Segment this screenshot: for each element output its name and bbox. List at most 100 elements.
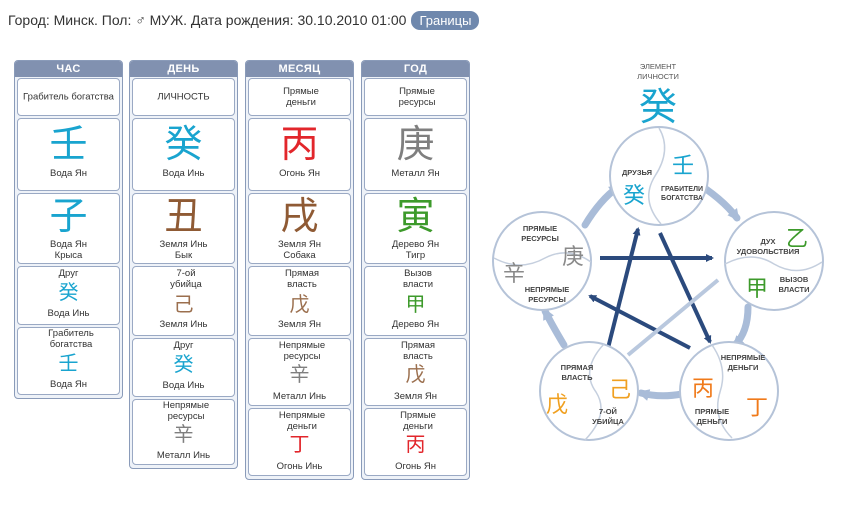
hidden-stem[interactable]: Непрямые ресурсы 辛 Металл Инь — [248, 338, 351, 406]
svg-text:УБИЙЦА: УБИЙЦА — [592, 417, 624, 426]
hidden-element: Вода Инь — [162, 380, 205, 391]
water-char-b: 壬 — [672, 153, 694, 178]
svg-text:БОГАТСТВА: БОГАТСТВА — [661, 195, 703, 202]
branch-animal: Собака — [283, 250, 316, 261]
hidden-stem[interactable]: Вызов власти 甲 Дерево Ян — [364, 266, 467, 336]
hidden-element: Земля Инь — [159, 319, 208, 330]
earthly-branch[interactable]: 戌 Земля Ян Собака — [248, 193, 351, 264]
metal-label-a: ПРЯМЫЕ — [523, 224, 557, 233]
pillar-day: ДЕНЬ ЛИЧНОСТЬ 癸 Вода Инь 丑 Земля Инь Бык… — [129, 60, 238, 469]
branch-element: Земля Инь — [159, 239, 208, 250]
hidden-character: 辛 — [289, 362, 310, 386]
stem-character: 壬 — [49, 122, 88, 166]
pillar-month: МЕСЯЦ Прямые деньги 丙 Огонь Ян 戌 Земля Я… — [245, 60, 354, 480]
node-earth[interactable]: ПРЯМАЯ ВЛАСТЬ 戊 己 7-ОЙ УБИЙЦА — [539, 341, 639, 441]
branch-character: 戌 — [280, 194, 319, 238]
hidden-element: Огонь Инь — [276, 461, 323, 472]
branch-element: Вода Ян — [50, 239, 87, 250]
metal-label-b: НЕПРЯМЫЕ — [525, 285, 570, 294]
stem-element: Вода Инь — [162, 168, 205, 179]
controlling-cycle — [588, 227, 720, 357]
personality-title: ЭЛЕМЕНТ — [640, 62, 677, 71]
node-water[interactable]: ДРУЗЬЯ 癸 壬 ГРАБИТЕЛИ БОГАТСТВА — [609, 126, 709, 226]
personality-element: ЭЛЕМЕНТ ЛИЧНОСТИ 癸 — [637, 62, 679, 129]
fire-label-a: НЕПРЯМЫЕ — [721, 353, 766, 362]
heavenly-stem[interactable]: 丙 Огонь Ян — [248, 118, 351, 191]
stem-element: Металл Ян — [391, 168, 440, 179]
water-label-b: ГРАБИТЕЛИ — [661, 186, 703, 193]
branch-element: Дерево Ян — [391, 239, 440, 250]
heavenly-stem[interactable]: 壬 Вода Ян — [17, 118, 120, 191]
hidden-character: 己 — [173, 292, 194, 316]
hidden-character: 癸 — [58, 280, 79, 304]
node-wood[interactable]: ДУХ УДОВОЛЬСТВИЯ 乙 甲 ВЫЗОВ ВЛАСТИ — [724, 211, 824, 311]
branch-animal: Крыса — [54, 250, 83, 261]
fire-char-a: 丙 — [692, 376, 714, 401]
hidden-element: Вода Инь — [47, 308, 90, 319]
ten-god-label: Прямые деньги — [248, 78, 351, 116]
water-char-a: 癸 — [623, 183, 645, 208]
stem-element: Вода Ян — [50, 168, 87, 179]
ten-god-label: Прямые ресурсы — [364, 78, 467, 116]
earthly-branch[interactable]: 丑 Земля Инь Бык — [132, 193, 235, 264]
arrow-wood-to-fire — [731, 303, 752, 349]
hidden-role: Вызов власти — [402, 268, 434, 290]
heavenly-stem[interactable]: 庚 Металл Ян — [364, 118, 467, 191]
hidden-character: 戊 — [405, 362, 426, 386]
pillar-title: ГОД — [362, 61, 469, 77]
hidden-element: Дерево Ян — [391, 319, 440, 330]
earthly-branch[interactable]: 寅 Дерево Ян Тигр — [364, 193, 467, 264]
hidden-character: 戊 — [289, 292, 310, 316]
hidden-stem[interactable]: Непрямые ресурсы 辛 Металл Инь — [132, 399, 235, 465]
node-fire[interactable]: НЕПРЯМЫЕ ДЕНЬГИ 丙 丁 ПРЯМЫЕ ДЕНЬГИ — [679, 341, 779, 441]
earthly-branch[interactable]: 子 Вода Ян Крыса — [17, 193, 120, 264]
stem-character: 癸 — [164, 122, 203, 166]
hidden-character: 辛 — [173, 422, 194, 446]
water-label-a: ДРУЗЬЯ — [622, 168, 652, 177]
hidden-element: Металл Инь — [156, 450, 211, 461]
hidden-stem[interactable]: Непрямые деньги 丁 Огонь Инь — [248, 408, 351, 476]
pillar-title: ДЕНЬ — [130, 61, 237, 77]
hidden-stem[interactable]: Прямые деньги 丙 Огонь Ян — [364, 408, 467, 476]
hidden-stem[interactable]: Прямая власть 戊 Земля Ян — [248, 266, 351, 336]
arrow-earth-to-metal — [541, 307, 568, 349]
hidden-stem[interactable]: Грабитель богатства 壬 Вода Ян — [17, 327, 120, 395]
branch-animal: Бык — [174, 250, 193, 261]
svg-text:ВЛАСТЬ: ВЛАСТЬ — [562, 373, 594, 382]
arrow-fire-to-earth — [637, 389, 686, 401]
svg-text:ВЛАСТИ: ВЛАСТИ — [779, 285, 810, 294]
chart-header: Город: Минск. Пол: ♂ МУЖ. Дата рождения:… — [8, 10, 482, 30]
pillar-hour: ЧАС Грабитель богатства 壬 Вода Ян 子 Вода… — [14, 60, 123, 399]
hidden-element: Огонь Ян — [395, 461, 436, 472]
hidden-stem[interactable]: Друг 癸 Вода Инь — [17, 266, 120, 325]
hidden-stem[interactable]: Друг 癸 Вода Инь — [132, 338, 235, 397]
stem-character: 庚 — [396, 122, 435, 166]
boundaries-badge[interactable]: Границы — [411, 10, 480, 30]
heavenly-stem[interactable]: 癸 Вода Инь — [132, 118, 235, 191]
birth-info-text: Город: Минск. Пол: ♂ МУЖ. Дата рождения:… — [8, 12, 407, 28]
node-metal[interactable]: ПРЯМЫЕ РЕСУРСЫ 庚 辛 НЕПРЯМЫЕ РЕСУРСЫ — [492, 211, 592, 311]
branch-character: 寅 — [396, 194, 435, 238]
hidden-element: Земля Ян — [278, 319, 321, 330]
hidden-character: 丙 — [405, 432, 426, 456]
hidden-role: Прямая власть — [400, 340, 436, 362]
hidden-role: Непрямые деньги — [278, 410, 326, 432]
pillar-title: ЧАС — [15, 61, 122, 77]
metal-char-a: 庚 — [562, 244, 584, 269]
hidden-stem[interactable]: Прямая власть 戊 Земля Ян — [364, 338, 467, 406]
hidden-role: Непрямые ресурсы — [162, 400, 210, 422]
branch-character: 子 — [49, 194, 88, 238]
hidden-element: Металл Инь — [272, 391, 327, 402]
branch-animal: Тигр — [405, 250, 426, 261]
hidden-role: Непрямые ресурсы — [278, 340, 326, 362]
hidden-stem[interactable]: 7-ой убийца 己 Земля Инь — [132, 266, 235, 336]
earth-label-b: 7-ОЙ — [599, 407, 617, 416]
pillar-year: ГОД Прямые ресурсы 庚 Металл Ян 寅 Дерево … — [361, 60, 470, 480]
arrow-wood-to-earth — [626, 278, 720, 357]
arrow-earth-to-water — [604, 227, 641, 357]
hidden-role: Друг — [173, 340, 194, 351]
branch-element: Земля Ян — [278, 239, 321, 250]
arrow-water-to-fire — [658, 232, 712, 344]
stem-character: 丙 — [280, 122, 319, 166]
